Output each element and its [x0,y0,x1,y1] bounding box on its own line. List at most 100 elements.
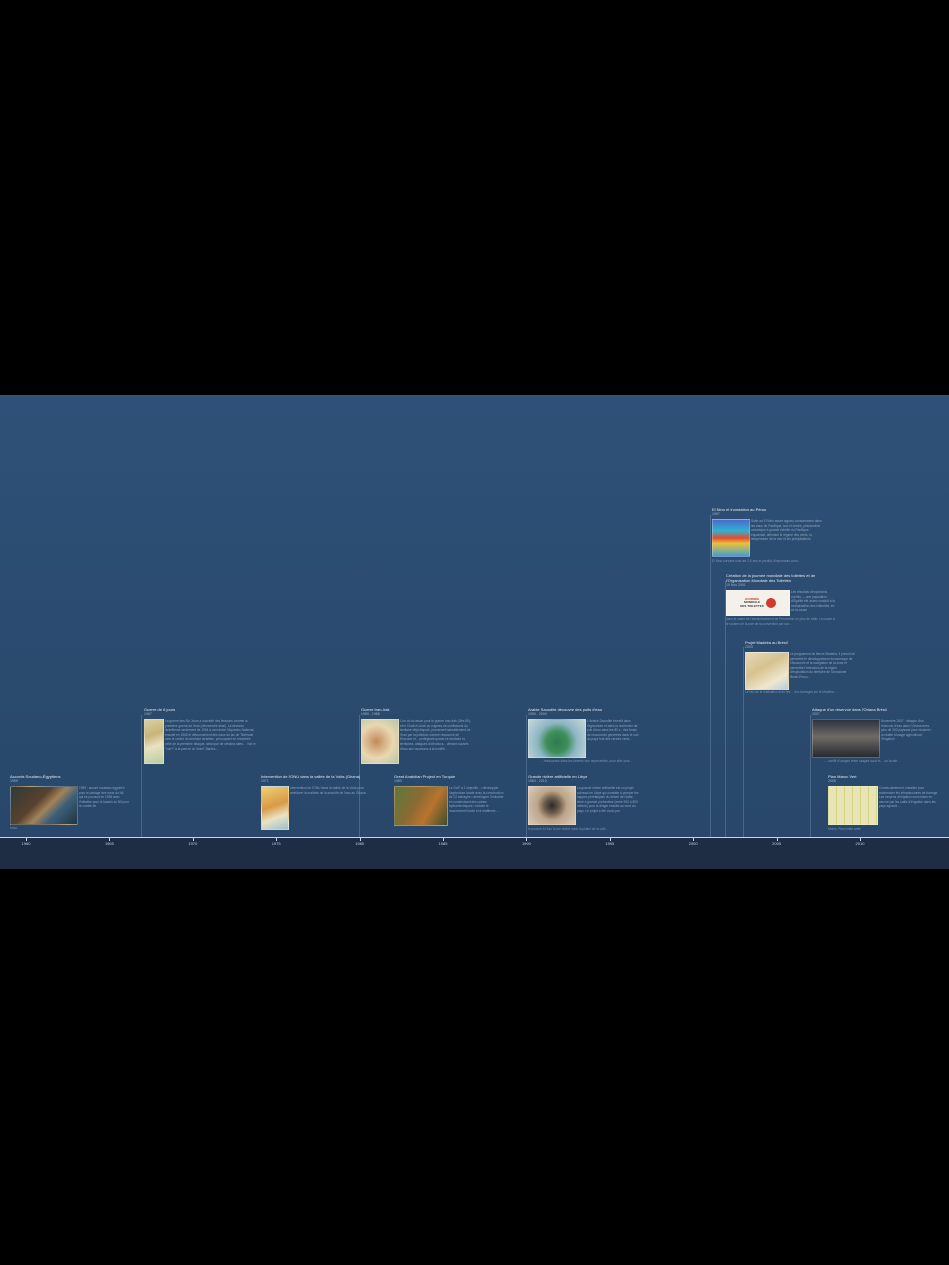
axis-tick-label: 2010 [855,841,865,846]
event-stem [743,647,744,837]
event-thumbnail[interactable] [745,652,789,690]
axis-tick [359,837,361,841]
axis-tick [192,837,194,841]
axis-tick-label: 1970 [188,841,198,846]
event-title: Création de la journée mondiale des toil… [726,573,816,583]
axis-tick [776,837,778,841]
event-stem [810,715,811,837]
event-thumbnail[interactable] [361,719,399,764]
event-description: Novembre 2007 : attaque d'un réservoir d… [881,719,931,742]
event-title: Arabie Saoudite découvre des puits d'eau [528,707,602,712]
event-thumbnail[interactable]: JOURNÉE MONDIALE DES TOILETTES [726,590,790,616]
axis-tick-label: 2000 [688,841,698,846]
event-stem [710,515,711,837]
event-footnote: El Nino survient tous les 3-5 ans et pro… [712,559,802,563]
event-footnote: … conflit d'usages entre usages local et… [824,759,901,763]
timeline-event-saudi[interactable]: Arabie Saoudite découvre des puits d'eau… [528,707,640,765]
axis-tick [526,837,528,841]
event-thumbnail[interactable] [144,719,164,764]
event-description: Suite au El Nino assez apparu constammen… [751,519,822,542]
event-stem [141,715,142,837]
event-thumbnail[interactable] [261,786,289,830]
event-description: Consécutivement, installée pour modernis… [879,786,939,809]
event-stem [526,715,527,837]
event-title: Plan Maroc Vert [828,774,857,779]
timeline-event-libya[interactable]: Grande rivière artificielle en Libye 198… [528,774,640,834]
axis-tick [276,837,278,841]
event-thumbnail[interactable] [712,519,750,557]
event-footnote: Moins, Plan limité cette [828,827,861,831]
event-description: L'Arabie Saoudite investit dans l'agricu… [587,719,639,742]
event-thumbnail[interactable] [10,786,78,825]
axis-tick-label: 1965 [104,841,114,846]
event-thumbnail[interactable] [528,786,576,825]
event-stem [725,581,726,837]
event-footnote: Le lieu de la réalisation avec les… des … [745,690,838,694]
event-title: Projet Madeira au Brésil [745,640,788,645]
axis-tick-label: 2005 [772,841,782,846]
logo-text: JOURNÉE MONDIALE DES TOILETTES [740,596,764,608]
axis-tick-label: 1995 [605,841,615,846]
event-description: Le programme du fleuve Madeira, il prévo… [790,652,856,679]
axis-tick-label: 1975 [271,841,281,846]
timeline-event-madeira[interactable]: Projet Madeira au Brésil 2003 Le program… [745,640,857,696]
axis-tick [860,837,861,841]
event-footnote: … ressources dans les déserts non représ… [540,759,633,763]
event-title: Grande rivière artificielle en Libye [528,774,588,779]
timeline-event-iran-iraq[interactable]: Guerre Iran-Irak 1980 - 1988 L'un où la … [361,707,473,765]
timeline-event-reservoir[interactable]: Attaque d'un réservoir dans l'Oriana Bré… [812,707,932,765]
axis-tick-label: 1990 [521,841,531,846]
event-footnote: le pouvoir à l'eau à une rivière dans la… [528,827,609,831]
logo-icon [765,598,776,608]
event-date: 1971 [261,779,269,783]
event-title: Accords Soudano-Égyptiens [10,774,61,779]
axis-tick-label: 1980 [355,841,365,846]
event-date: 2007 [812,712,820,716]
event-title: Guerre Iran-Irak [361,707,390,712]
event-thumbnail[interactable] [812,719,880,758]
axis-tick [109,837,111,841]
event-date: 1959 [10,779,18,783]
timeline-event-gap[interactable]: Great Anatolian Project en Turquie 1983 … [394,774,506,834]
event-date: 1997 [712,512,720,516]
event-title: Great Anatolian Project en Turquie [394,774,456,779]
event-title: Intervention de l'ONU dans la vallée de … [261,774,361,779]
axis-tick-label: 1960 [21,841,31,846]
event-description: Intervention de l'ONU dans la vallée de … [290,786,367,795]
timeline-view[interactable]: Accords Soudano-Égyptiens 1959 1959 : ac… [0,395,949,869]
event-date: 1990 - 2000 [528,712,547,716]
time-axis-line [0,837,949,838]
event-date: 1980 - 1988 [361,712,380,716]
event-thumbnail[interactable] [528,719,586,758]
event-thumbnail[interactable] [394,786,448,826]
timeline-event-sixdays[interactable]: Guerre de 6 jours 1967 La guerre des Six… [144,707,256,765]
event-description: La grande rivière artificielle est un pr… [577,786,639,813]
event-title: Guerre de 6 jours [144,707,176,712]
timeline-event-ghana[interactable]: Intervention de l'ONU dans la vallée de … [261,774,373,830]
timeline-event-maroc[interactable]: Plan Maroc Vert 2008 Consécutivement, in… [828,774,940,834]
axis-tick [693,837,695,841]
event-stem [359,715,360,837]
event-date: 19 Nov 2001 [726,583,746,587]
event-date: 2008 [828,779,836,783]
event-description: Les résultats d'importants conflits --- … [791,590,835,613]
event-description: La guerre des Six Jours a succédé des te… [165,719,256,751]
event-thumbnail[interactable] [828,786,878,825]
event-title: Attaque d'un réservoir dans l'Oriana Bré… [812,707,887,712]
event-date: 1984 - 2010 [528,779,547,783]
timeline-event-el-nino[interactable]: El Nino et inondation au Pérou 1997 Suit… [712,507,824,569]
event-description: L'un où la raison pour le guerre Iran-Ir… [400,719,471,751]
time-axis-band[interactable] [0,837,949,869]
axis-tick [26,837,27,841]
axis-tick [609,837,611,841]
event-title: El Nino et inondation au Pérou [712,507,767,512]
axis-tick [443,837,444,841]
event-date: 1967 [144,712,152,716]
axis-tick-label: 1985 [438,841,448,846]
event-footnote: dans le cadre de l'assainissement de Pré… [726,617,835,626]
event-description: 1959 : accord soudano-égyptien pour le p… [79,786,129,809]
timeline-event-toilets[interactable]: Création de la journée mondiale des toil… [726,573,838,634]
timeline-event-sudan[interactable]: Accords Soudano-Égyptiens 1959 1959 : ac… [10,774,130,830]
event-date: 1983 [394,779,402,783]
event-description: Le GAP a 2 objectifs : • développer l'ag… [449,786,504,813]
